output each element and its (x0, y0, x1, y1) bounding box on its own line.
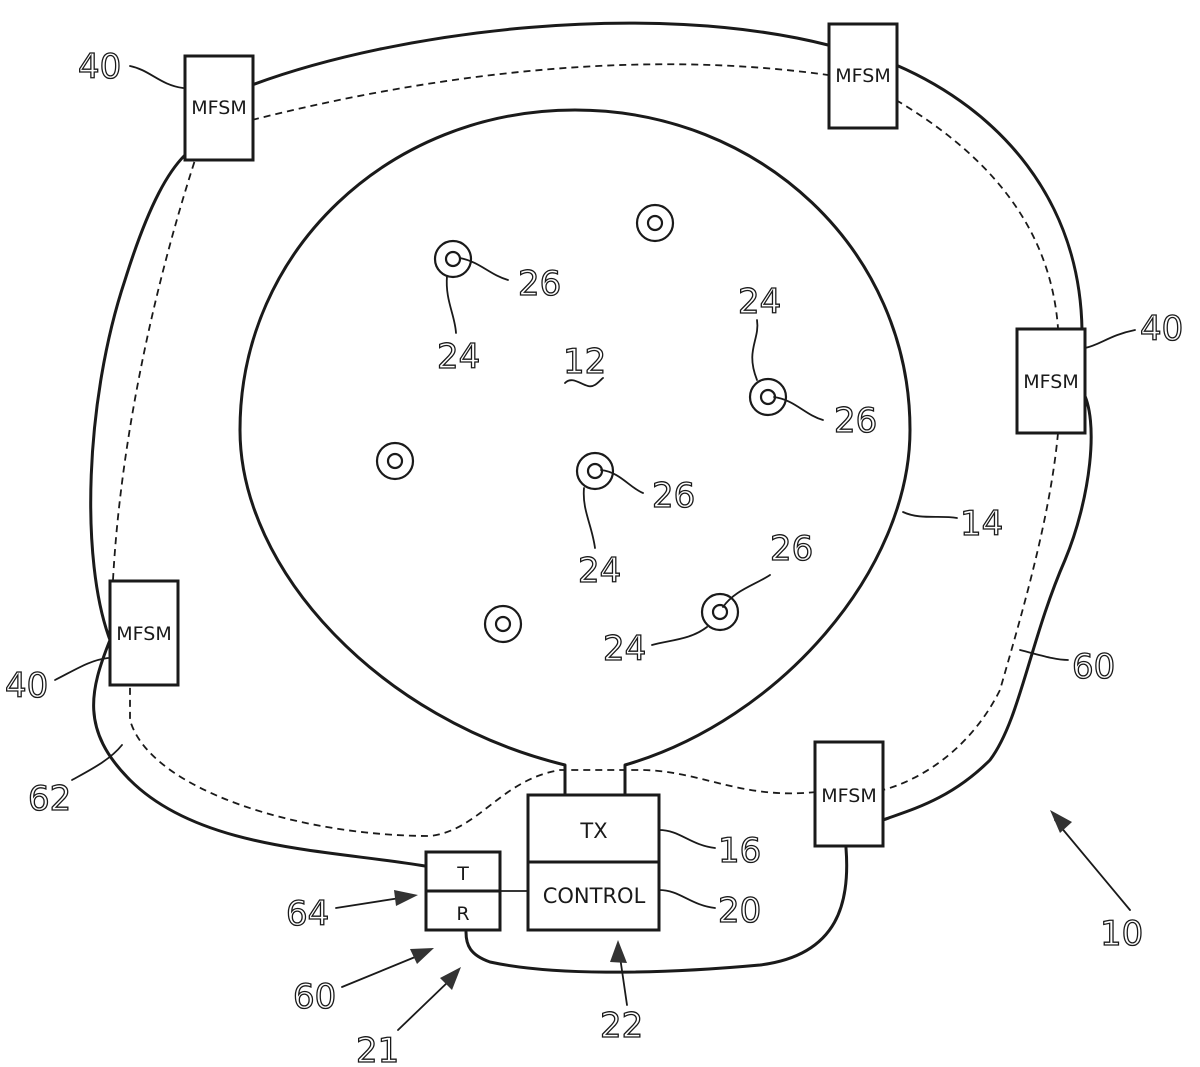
ref-24: 24 (603, 629, 646, 669)
leader-26 (722, 574, 771, 608)
arrow-10 (1050, 810, 1131, 911)
ref-14: 14 (960, 504, 1003, 544)
arrow-60 (341, 948, 434, 988)
mfsm-module-left: MFSM (108, 579, 180, 687)
transmit-label: T (456, 863, 469, 885)
inductive-loop-14 (238, 108, 912, 797)
leader-40-right (1084, 329, 1136, 349)
ref-26: 26 (652, 476, 695, 516)
leader-24 (582, 487, 596, 549)
leader-14 (902, 511, 958, 519)
tx-control-unit: TX CONTROL (526, 793, 661, 932)
arrow-21 (397, 967, 461, 1031)
mfsm-label: MFSM (191, 97, 246, 119)
receive-label: R (456, 903, 469, 925)
leader-40-top-left (129, 65, 184, 89)
mfsm-module-top-left: MFSM (183, 54, 255, 162)
leader-26 (600, 469, 644, 494)
leader-60-right (1019, 649, 1069, 661)
sensor (700, 592, 740, 632)
mfsm-label: MFSM (116, 623, 171, 645)
ref-26: 26 (834, 401, 877, 441)
arrow-64 (335, 890, 418, 909)
ref-60-right: 60 (1072, 647, 1115, 687)
ref-40-left: 40 (5, 666, 48, 706)
ref-26: 26 (518, 264, 561, 304)
mfsm-bottom-to-r-wire (464, 846, 849, 974)
mfsm-label: MFSM (835, 65, 890, 87)
sensor (433, 239, 473, 279)
ref-21: 21 (356, 1031, 399, 1067)
sensor (635, 203, 675, 243)
leader-16 (658, 829, 716, 849)
ref-40-right: 40 (1140, 309, 1183, 349)
ref-20: 20 (718, 891, 761, 931)
sensor (575, 451, 615, 491)
sensors (375, 203, 788, 644)
mfsm-module-bottom-right: MFSM (813, 740, 885, 848)
mfsm-module-right: MFSM (1015, 327, 1087, 435)
dashed-wire-loop (112, 63, 1059, 837)
tx-label: TX (579, 819, 607, 843)
ref-16: 16 (718, 831, 761, 871)
transceiver-unit: T R (424, 850, 502, 932)
arrow-22 (610, 940, 628, 1006)
leader-24 (651, 626, 708, 646)
ref-24: 24 (578, 551, 621, 591)
control-label: CONTROL (543, 884, 646, 908)
region-tilde (564, 377, 604, 388)
ref-60-bottom: 60 (293, 977, 336, 1017)
sensor (748, 377, 788, 417)
ref-26: 26 (770, 529, 813, 569)
leader-26 (459, 257, 509, 281)
leader-24 (751, 319, 759, 381)
ref-22: 22 (600, 1006, 643, 1046)
ref-10: 10 (1100, 914, 1143, 954)
leader-20 (658, 889, 716, 909)
sensor (483, 604, 523, 644)
ref-62: 62 (28, 779, 71, 819)
ref-12: 12 (563, 342, 606, 382)
sensor (375, 441, 415, 481)
ref-64: 64 (286, 894, 329, 934)
ref-24: 24 (738, 282, 781, 322)
mfsm-label: MFSM (821, 785, 876, 807)
leader-62 (71, 744, 123, 781)
leader-26 (773, 396, 824, 421)
leader-24 (445, 275, 457, 334)
leader-40-left (54, 657, 109, 681)
mfsm-module-top-right: MFSM (827, 22, 899, 130)
ref-40-top-left: 40 (78, 47, 121, 87)
mfsm-label: MFSM (1023, 371, 1078, 393)
ref-24: 24 (437, 337, 480, 377)
